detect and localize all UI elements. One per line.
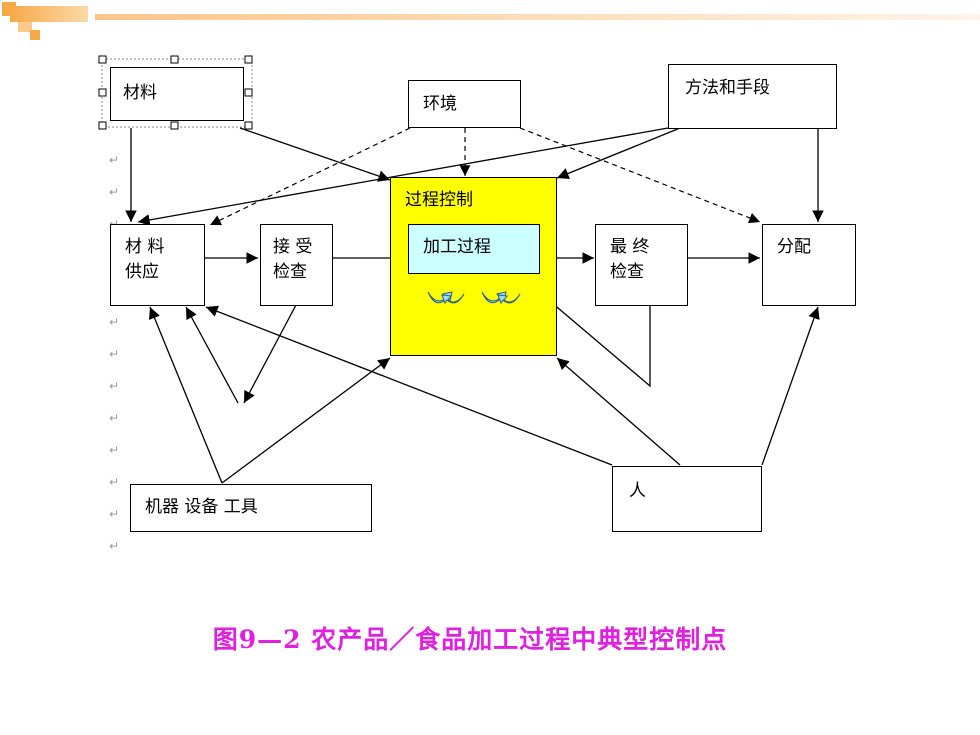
node-processing: 加工过程 (408, 224, 540, 274)
node-distribution: 分配 (762, 224, 856, 306)
node-method-label: 方法和手段 (685, 78, 770, 98)
paragraph-mark: ↵ (109, 443, 120, 457)
arrow-people-to-control (556, 357, 681, 466)
paragraph-mark: ↵ (109, 153, 120, 167)
dashed-env-to-reception (209, 127, 411, 226)
node-material-supply: 材 料 供应 (110, 224, 205, 306)
node-people-label: 人 (629, 481, 646, 501)
node-process-control-label: 过程控制 (405, 190, 473, 210)
arrow-people-to-supply (205, 305, 613, 466)
paragraph-mark: ↵ (109, 411, 120, 425)
header-bar-short (10, 6, 88, 22)
node-material-label: 材料 (123, 83, 157, 103)
dashed-env-to-distribution (519, 127, 761, 224)
node-distribution-label: 分配 (777, 237, 811, 257)
paragraph-mark: ↵ (109, 539, 120, 553)
node-machines-label: 机器 设备 工具 (145, 497, 258, 517)
arrow-method-to-control (556, 127, 681, 180)
node-environment-label: 环境 (423, 94, 457, 114)
header-square-3 (30, 30, 40, 40)
arrow-people-to-distribution (761, 306, 820, 466)
arrow-final-back-to-processing (524, 279, 651, 388)
node-reception-line1: 接 受 (273, 237, 313, 257)
node-reception-line2: 检查 (273, 262, 307, 282)
node-environment: 环境 (408, 80, 521, 128)
node-method: 方法和手段 (668, 64, 837, 129)
paragraph-mark: ↵ (109, 185, 120, 199)
node-processing-label: 加工过程 (423, 237, 491, 257)
node-machines: 机器 设备 工具 (130, 484, 372, 532)
figure-caption: 图9—2 农产品／食品加工过程中典型控制点 (212, 625, 728, 654)
node-reception-check: 接 受 检查 (260, 224, 333, 306)
paragraph-mark: ↵ (109, 347, 120, 361)
arrow-up-to-supply (185, 306, 239, 404)
node-people: 人 (612, 466, 762, 532)
arrow-machines-to-supply (149, 306, 223, 484)
node-material-supply-line1: 材 料 (125, 237, 165, 257)
node-final-line2: 检查 (610, 262, 644, 282)
arrow-reception-down (243, 304, 297, 404)
header-bar-long (95, 14, 980, 20)
paragraph-mark: ↵ (109, 475, 120, 489)
node-material: 材料 (110, 67, 244, 121)
node-final-check: 最 终 检查 (595, 224, 688, 306)
header-decoration (0, 0, 980, 40)
selection-frame (98, 55, 253, 130)
arrow-machines-to-control (221, 357, 391, 484)
node-final-line1: 最 终 (610, 237, 650, 257)
paragraph-mark: ↵ (109, 379, 120, 393)
arrow-material-to-control (239, 127, 391, 182)
paragraph-mark: ↵ (109, 507, 120, 521)
paragraph-mark: ↵ (109, 315, 120, 329)
arrow-method-to-supply (137, 127, 669, 226)
node-material-supply-line2: 供应 (125, 262, 159, 282)
